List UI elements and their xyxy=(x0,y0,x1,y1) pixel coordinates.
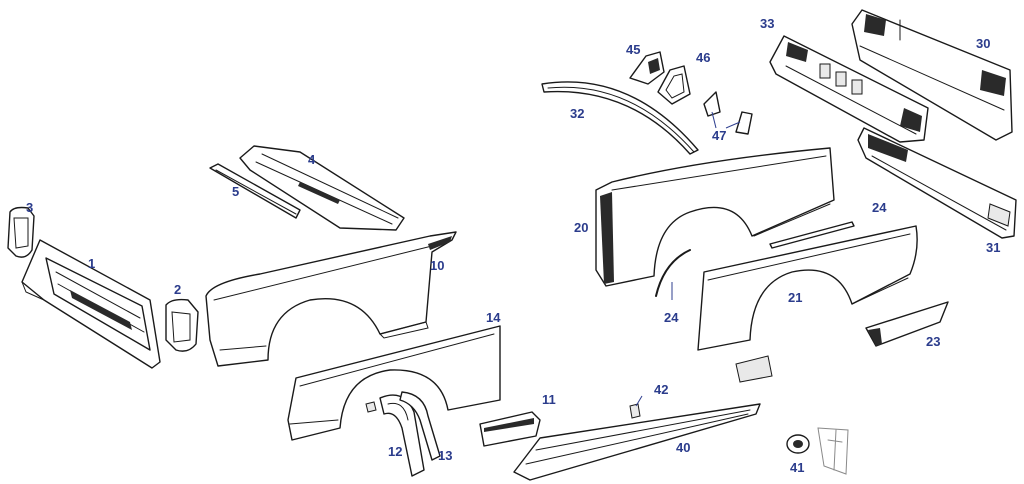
part-30-rear-valance-outer xyxy=(851,9,1013,141)
leader-47a xyxy=(711,111,717,129)
callout-45: 45 xyxy=(626,42,640,57)
part-41-grommet xyxy=(786,434,810,454)
part-14-front-quarter-lower xyxy=(287,325,501,441)
callout-20: 20 xyxy=(574,220,588,235)
part-47-small-seal-b xyxy=(735,111,753,135)
callout-10: 10 xyxy=(430,258,444,273)
part-42-clip xyxy=(629,403,641,419)
callout-41: 41 xyxy=(790,460,804,475)
callout-24-arch: 24 xyxy=(664,310,679,325)
part-24-molding-upper xyxy=(769,221,855,249)
part-40-rocker-panel xyxy=(513,403,761,481)
part-2-headlight-bucket-right xyxy=(165,298,199,352)
part-24-molding-arch xyxy=(655,249,691,297)
part-5-cowl-strip xyxy=(209,163,301,219)
callout-46: 46 xyxy=(696,50,710,65)
callout-1: 1 xyxy=(88,256,95,271)
part-21-rear-quarter-outer xyxy=(697,225,918,351)
part-20-rear-quarter-panel xyxy=(595,147,835,287)
callout-33: 33 xyxy=(760,16,774,31)
part-11-lower-panel xyxy=(479,411,541,447)
callout-11: 11 xyxy=(542,392,556,407)
part-1-grille-panel xyxy=(21,239,161,369)
leader-47b xyxy=(725,121,741,129)
callout-47: 47 xyxy=(712,128,726,143)
callout-24-upper: 24 xyxy=(872,200,887,215)
part-31-rear-filler-panel xyxy=(857,127,1017,239)
leader-lines xyxy=(635,111,741,407)
callout-12: 12 xyxy=(388,444,402,459)
callout-23: 23 xyxy=(926,334,940,349)
part-12-inner-splash-shield xyxy=(379,394,425,477)
callout-2: 2 xyxy=(174,282,181,297)
leader-42 xyxy=(635,395,643,407)
callout-3: 3 xyxy=(26,200,33,215)
part-47-small-seal-a xyxy=(703,91,721,117)
part-46-seal-frame xyxy=(657,65,691,105)
part-4-cowl-panel xyxy=(239,145,405,231)
part-32-roof-rail xyxy=(541,81,699,155)
callout-14: 14 xyxy=(486,310,501,325)
part-45-bracket xyxy=(629,51,665,85)
callout-13: 13 xyxy=(438,448,452,463)
part-23-lower-rear-molding xyxy=(865,301,949,347)
part-10-front-fender xyxy=(205,231,457,367)
part-3-headlight-bucket-left xyxy=(7,206,35,258)
part-13-splash-shield-strip xyxy=(399,391,441,461)
callout-32: 32 xyxy=(570,106,584,121)
part-small-fastener xyxy=(365,401,377,413)
part-41-bracket-hardware xyxy=(817,427,849,475)
callout-40: 40 xyxy=(676,440,690,455)
part-33-rear-panel-inner xyxy=(769,35,929,143)
callout-31: 31 xyxy=(986,240,1000,255)
callout-42: 42 xyxy=(654,382,668,397)
callout-21: 21 xyxy=(788,290,802,305)
callout-30: 30 xyxy=(976,36,990,51)
callout-4: 4 xyxy=(308,152,316,167)
callout-5: 5 xyxy=(232,184,239,199)
part-small-patch-panel xyxy=(735,355,773,383)
